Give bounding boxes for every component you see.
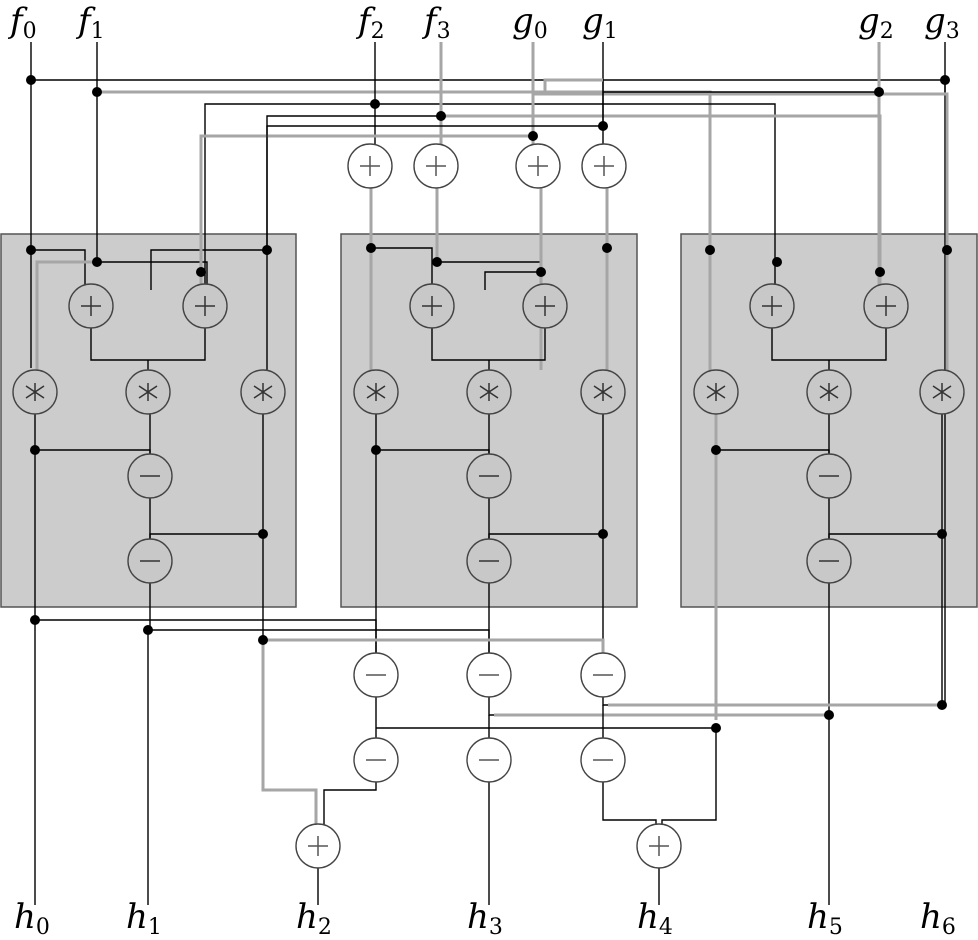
subtractor-node <box>466 652 512 698</box>
adder-node <box>413 143 459 189</box>
multiplier-node <box>806 369 852 415</box>
multiplier-node <box>693 369 739 415</box>
subtractor-node <box>353 737 399 783</box>
multiplier-node <box>919 369 965 415</box>
adder-node <box>295 823 341 869</box>
output-labels: h0 h1 h2 h3 h4 h5 h6 <box>14 897 956 940</box>
input-labels: f0 f1 f2 f3 g0 g1 g2 g3 <box>7 1 960 44</box>
adder-symbol-plus <box>195 296 215 316</box>
output-label-h0: h0 <box>14 897 50 940</box>
multiplier-node <box>240 369 286 415</box>
adder-node <box>636 823 682 869</box>
adder-symbol-plus <box>360 156 380 176</box>
input-label-f1: f1 <box>75 1 105 44</box>
adder-symbol-plus <box>426 156 446 176</box>
adder-symbol-plus <box>594 156 614 176</box>
subtractor-node <box>466 538 512 584</box>
multiplier-symbol-asterisk <box>138 383 158 401</box>
adder-node <box>749 283 795 329</box>
multiplier-node <box>125 369 171 415</box>
multiplier-symbol-asterisk <box>819 383 839 401</box>
subtractor-node <box>127 453 173 499</box>
input-label-f0: f0 <box>7 1 37 44</box>
input-label-f2: f2 <box>355 1 385 44</box>
adder-symbol-plus <box>81 296 101 316</box>
output-label-h3: h3 <box>467 897 503 940</box>
subtractor-node <box>353 652 399 698</box>
adder-node <box>522 283 568 329</box>
multiplier-symbol-asterisk <box>706 383 726 401</box>
output-label-h2: h2 <box>296 897 332 940</box>
input-label-g3: g3 <box>924 1 960 44</box>
adder-symbol-plus <box>535 296 555 316</box>
multiplier-symbol-asterisk <box>253 383 273 401</box>
multiplier-symbol-asterisk <box>366 383 386 401</box>
subtractor-node <box>806 538 852 584</box>
multiplier-node <box>353 369 399 415</box>
multiplier-symbol-asterisk <box>25 383 45 401</box>
adder-symbol-plus <box>422 296 442 316</box>
adder-node <box>68 283 114 329</box>
adder-node <box>182 283 228 329</box>
subtractor-node <box>466 453 512 499</box>
multiplier-node <box>580 369 626 415</box>
input-label-g0: g0 <box>512 1 548 44</box>
adder-node <box>347 143 393 189</box>
input-label-g1: g1 <box>582 1 618 44</box>
adder-node <box>515 143 561 189</box>
adder-node <box>409 283 455 329</box>
adder-symbol-plus <box>649 836 669 856</box>
multiplier-symbol-asterisk <box>479 383 499 401</box>
junction-dots <box>26 75 952 733</box>
adder-node <box>581 143 627 189</box>
output-label-h5: h5 <box>807 897 843 940</box>
subtractor-node <box>806 453 852 499</box>
adder-symbol-plus <box>308 836 328 856</box>
adder-symbol-plus <box>528 156 548 176</box>
adder-symbol-plus <box>876 296 896 316</box>
multiplier-symbol-asterisk <box>932 383 952 401</box>
subtractor-node <box>580 737 626 783</box>
output-label-h6: h6 <box>920 897 956 940</box>
multiplier-symbol-asterisk <box>593 383 613 401</box>
subtractor-node <box>466 737 512 783</box>
output-label-h1: h1 <box>126 897 162 940</box>
output-label-h4: h4 <box>637 897 673 940</box>
subtractor-node <box>580 652 626 698</box>
multiplier-node <box>466 369 512 415</box>
input-label-f3: f3 <box>421 1 451 44</box>
input-label-g2: g2 <box>858 1 894 44</box>
adder-symbol-plus <box>762 296 782 316</box>
subtractor-node <box>127 538 173 584</box>
multiplier-node <box>12 369 58 415</box>
operator-nodes <box>12 143 965 869</box>
adder-node <box>863 283 909 329</box>
